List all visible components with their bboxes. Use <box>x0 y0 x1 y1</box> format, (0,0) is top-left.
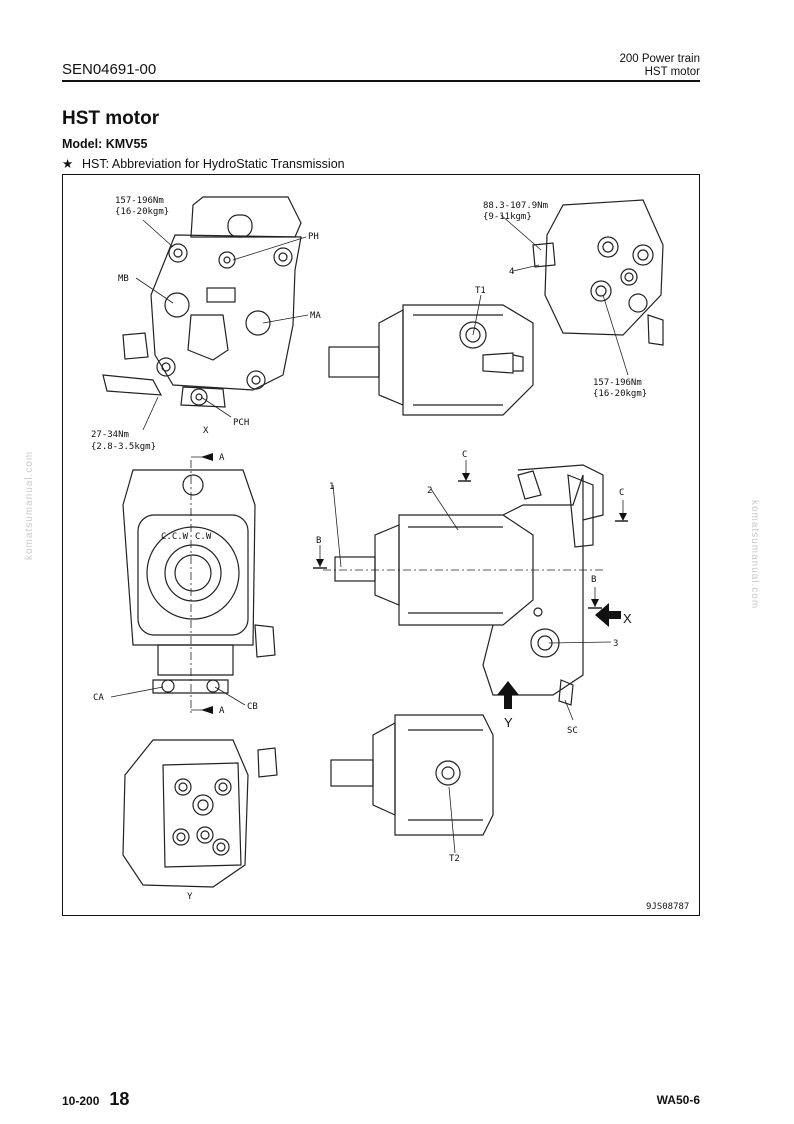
y-view-arrow-icon <box>497 681 519 709</box>
b-right-arrow-icon <box>591 599 599 607</box>
view-side-t1 <box>328 304 534 416</box>
label-ma: MA <box>310 311 321 321</box>
view-side-t2 <box>330 714 494 836</box>
label-ph: PH <box>308 232 319 242</box>
label-item-1: 1 <box>329 482 334 492</box>
torque-label-right: 157-196Nm <box>593 378 642 388</box>
c-right-arrow-icon <box>619 513 627 521</box>
footer-machine-model: WA50-6 <box>656 1093 700 1107</box>
label-b-left: B <box>316 536 321 546</box>
a-bottom-arrow-icon <box>201 706 213 714</box>
view-front-aa <box>122 460 276 715</box>
abbreviation-text: HST: Abbreviation for HydroStatic Transm… <box>82 157 345 171</box>
label-item-3: 3 <box>613 639 618 649</box>
view-x-top-left <box>102 196 302 408</box>
figure-number: 9JS08787 <box>646 902 689 912</box>
hst-motor-figure: 157-196Nm {16-20kgm} PH MB MA PCH 27-34N… <box>62 174 700 916</box>
label-pch: PCH <box>233 418 249 428</box>
label-y-view: Y <box>187 892 193 902</box>
torque-label-top-left-kgm: {16-20kgm} <box>115 207 169 217</box>
label-item-2: 2 <box>427 486 432 496</box>
label-cw: C.W <box>195 532 212 542</box>
header-subsection-title: HST motor <box>644 66 700 78</box>
label-c-right: C <box>619 488 624 498</box>
label-x-arrow: X <box>623 611 632 626</box>
star-icon: ★ <box>62 157 74 171</box>
a-top-arrow-icon <box>201 453 213 461</box>
label-y-arrow: Y <box>504 715 513 730</box>
label-mb: MB <box>118 274 129 284</box>
footer-page-ref: 10-200 18 <box>62 1089 129 1110</box>
label-item-4: 4 <box>509 267 514 277</box>
label-x-view: X <box>203 426 209 436</box>
figure-drawing: 157-196Nm {16-20kgm} PH MB MA PCH 27-34N… <box>91 196 689 912</box>
x-view-arrow-icon <box>595 603 621 627</box>
watermark-left: komatsumanual.com <box>24 450 35 560</box>
label-a-bottom: A <box>219 706 225 716</box>
torque-label-top-right: 88.3-107.9Nm <box>483 201 548 211</box>
model-line: Model: KMV55 <box>62 137 148 151</box>
leader-lines <box>110 214 629 854</box>
torque-label-right-kgm: {16-20kgm} <box>593 389 647 399</box>
label-ca: CA <box>93 693 104 703</box>
header-section-title: 200 Power train <box>619 53 700 65</box>
label-cb: CB <box>247 702 258 712</box>
footer-page-number: 18 <box>109 1089 130 1109</box>
label-b-right: B <box>591 575 596 585</box>
view-main-side <box>323 464 604 706</box>
view-y-bottom-left <box>122 739 278 888</box>
section-markers <box>201 453 628 714</box>
c-left-arrow-icon <box>462 473 470 481</box>
watermark-right: komatsumanual.com <box>749 500 760 610</box>
view-valve-block <box>532 199 664 346</box>
document-id: SEN04691-00 <box>62 61 157 78</box>
header-section: 200 Power train HST motor <box>619 53 700 79</box>
label-sc: SC <box>567 726 578 736</box>
label-a-top: A <box>219 453 225 463</box>
abbreviation-note: ★ HST: Abbreviation for HydroStatic Trans… <box>62 156 345 171</box>
label-c-left: C <box>462 450 467 460</box>
page-title: HST motor <box>62 108 160 129</box>
torque-label-pch-kgm: {2.8-3.5kgm} <box>91 442 156 452</box>
torque-label-pch: 27-34Nm <box>91 430 129 440</box>
label-t1: T1 <box>475 286 486 296</box>
b-left-arrow-icon <box>316 559 324 567</box>
label-t2: T2 <box>449 854 460 864</box>
torque-label-top-right-kgm: {9-11kgm} <box>483 212 532 222</box>
label-ccw: C.C.W <box>161 532 189 542</box>
footer-section-number: 10-200 <box>62 1094 100 1108</box>
header-rule <box>62 80 700 82</box>
torque-label-top-left: 157-196Nm <box>115 196 164 206</box>
